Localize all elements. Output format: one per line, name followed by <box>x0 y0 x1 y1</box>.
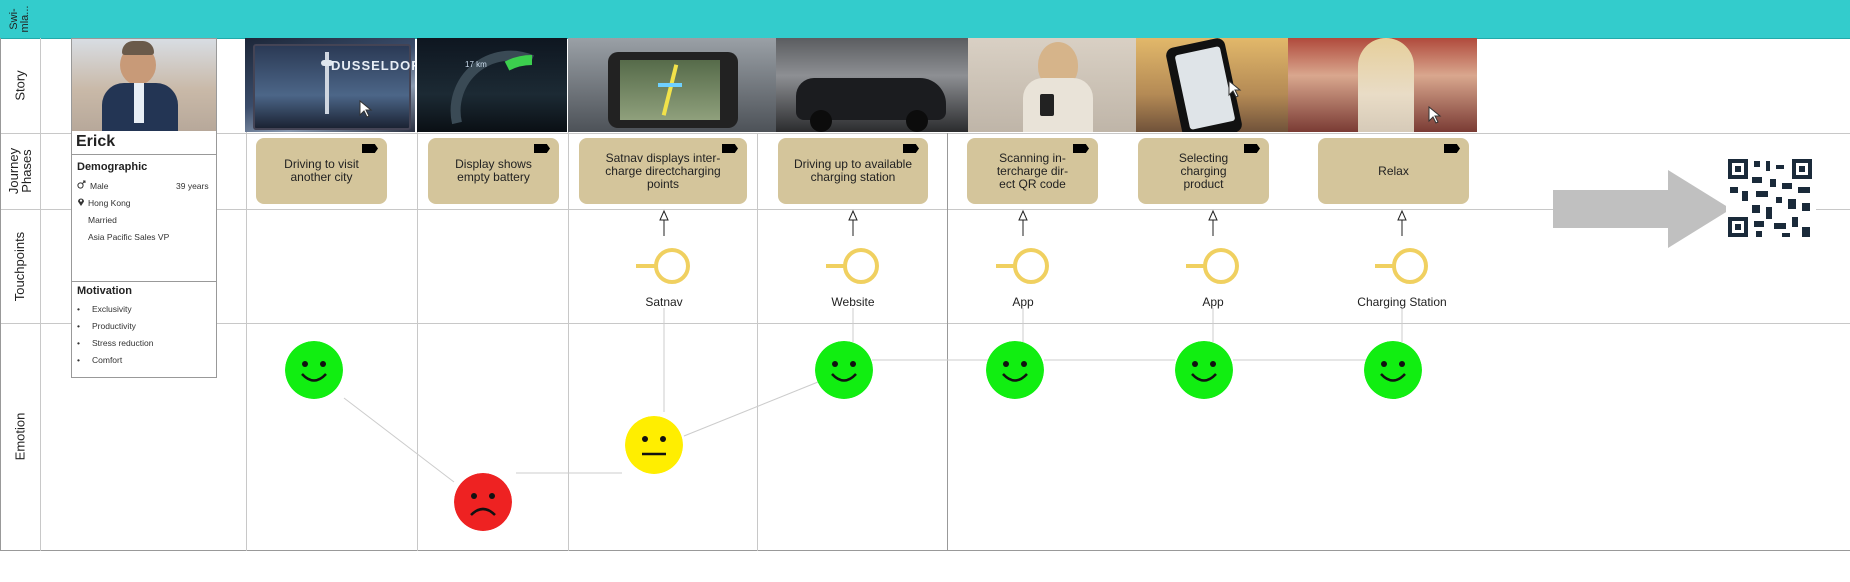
journey-phase[interactable]: Display shows empty battery <box>428 138 559 204</box>
row-divider <box>0 550 1850 551</box>
touchpoint-label: App <box>1202 295 1224 309</box>
label-column-divider <box>40 38 41 551</box>
motivation-title: Motivation <box>77 285 132 297</box>
journey-phase[interactable]: Selecting charging product <box>1138 138 1269 204</box>
phase-label: Relax <box>1378 163 1409 178</box>
column-divider <box>417 38 418 551</box>
column-divider <box>246 38 247 551</box>
flag-icon <box>1244 144 1260 153</box>
flag-icon <box>1444 144 1460 153</box>
touchpoint-label: Website <box>831 295 875 309</box>
battery-gauge-icon <box>450 50 534 125</box>
row-divider <box>0 323 1850 324</box>
grid-border <box>0 38 1 551</box>
persona-card: Erick Demographic Male 39 years Hong Kon… <box>71 38 217 378</box>
location-pin-icon <box>78 198 84 206</box>
motivation-item: Exclusivity <box>92 304 132 314</box>
phase-label: Driving to visit another city <box>284 157 359 184</box>
persona-status: Married <box>88 215 117 225</box>
phase-label: Satnav displays inter-charge directcharg… <box>605 150 721 191</box>
cursor-icon <box>1428 106 1442 124</box>
motivation-item: Stress reduction <box>92 338 154 348</box>
phase-label: Selecting charging product <box>1178 150 1229 191</box>
happy-face-icon <box>285 341 343 399</box>
touchpoint-label: App <box>1012 295 1034 309</box>
sad-face-icon <box>454 473 512 531</box>
story-photo-battery-display: 17 km <box>417 38 567 132</box>
battery-range-text: 17 km <box>465 60 487 69</box>
story-photo-phone-hand <box>1136 38 1288 132</box>
happy-face-icon <box>1364 341 1422 399</box>
cursor-icon <box>359 100 373 118</box>
persona-photo <box>72 39 216 131</box>
flag-icon <box>903 144 919 153</box>
row-divider <box>0 209 1850 210</box>
happy-face-icon <box>1175 341 1233 399</box>
story-photo-car <box>776 38 968 132</box>
column-divider <box>947 133 948 551</box>
journey-phase[interactable]: Satnav displays inter-charge directcharg… <box>579 138 747 204</box>
phase-label: Scanning in-tercharge dir-ect QR code <box>996 150 1069 191</box>
journey-phase[interactable]: Driving to visit another city <box>256 138 387 204</box>
neutral-face-icon <box>625 416 683 474</box>
journey-phase[interactable]: Scanning in-tercharge dir-ect QR code <box>967 138 1098 204</box>
flag-icon <box>534 144 550 153</box>
persona-name: Erick <box>76 133 116 150</box>
motivation-item: Comfort <box>92 355 123 365</box>
row-divider <box>0 133 1850 134</box>
journey-phase[interactable]: Relax <box>1318 138 1469 204</box>
flag-icon <box>722 144 738 153</box>
motivation-item: Productivity <box>92 321 136 331</box>
touchpoint-label: Charging Station <box>1357 295 1447 309</box>
persona-gender: Male <box>90 181 109 191</box>
qr-code-icon[interactable] <box>1726 157 1816 241</box>
arrow-right-icon <box>1553 170 1731 248</box>
story-photo-city-display: DUSSELDORF <box>245 38 415 132</box>
flag-icon <box>1073 144 1089 153</box>
demographic-title: Demographic <box>77 161 148 173</box>
story-photo-woman-phone <box>968 38 1136 132</box>
phase-label: Display shows empty battery <box>455 157 532 184</box>
column-divider <box>757 133 758 551</box>
happy-face-icon <box>986 341 1044 399</box>
persona-role: Asia Pacific Sales VP <box>88 232 170 242</box>
persona-age: 39 years <box>176 181 209 191</box>
persona-location: Hong Kong <box>88 198 131 208</box>
story-photo-satnav <box>568 38 776 132</box>
happy-face-icon <box>815 341 873 399</box>
male-icon <box>77 180 86 189</box>
cursor-icon <box>1228 80 1242 98</box>
city-sign-text: DUSSELDORF <box>331 58 415 73</box>
flag-icon <box>362 144 378 153</box>
phase-label: Driving up to available charging station <box>793 157 913 184</box>
touchpoint-label: Satnav <box>645 295 683 309</box>
story-photo-relax <box>1288 38 1477 132</box>
journey-phase[interactable]: Driving up to available charging station <box>778 138 928 204</box>
column-divider <box>568 38 569 551</box>
